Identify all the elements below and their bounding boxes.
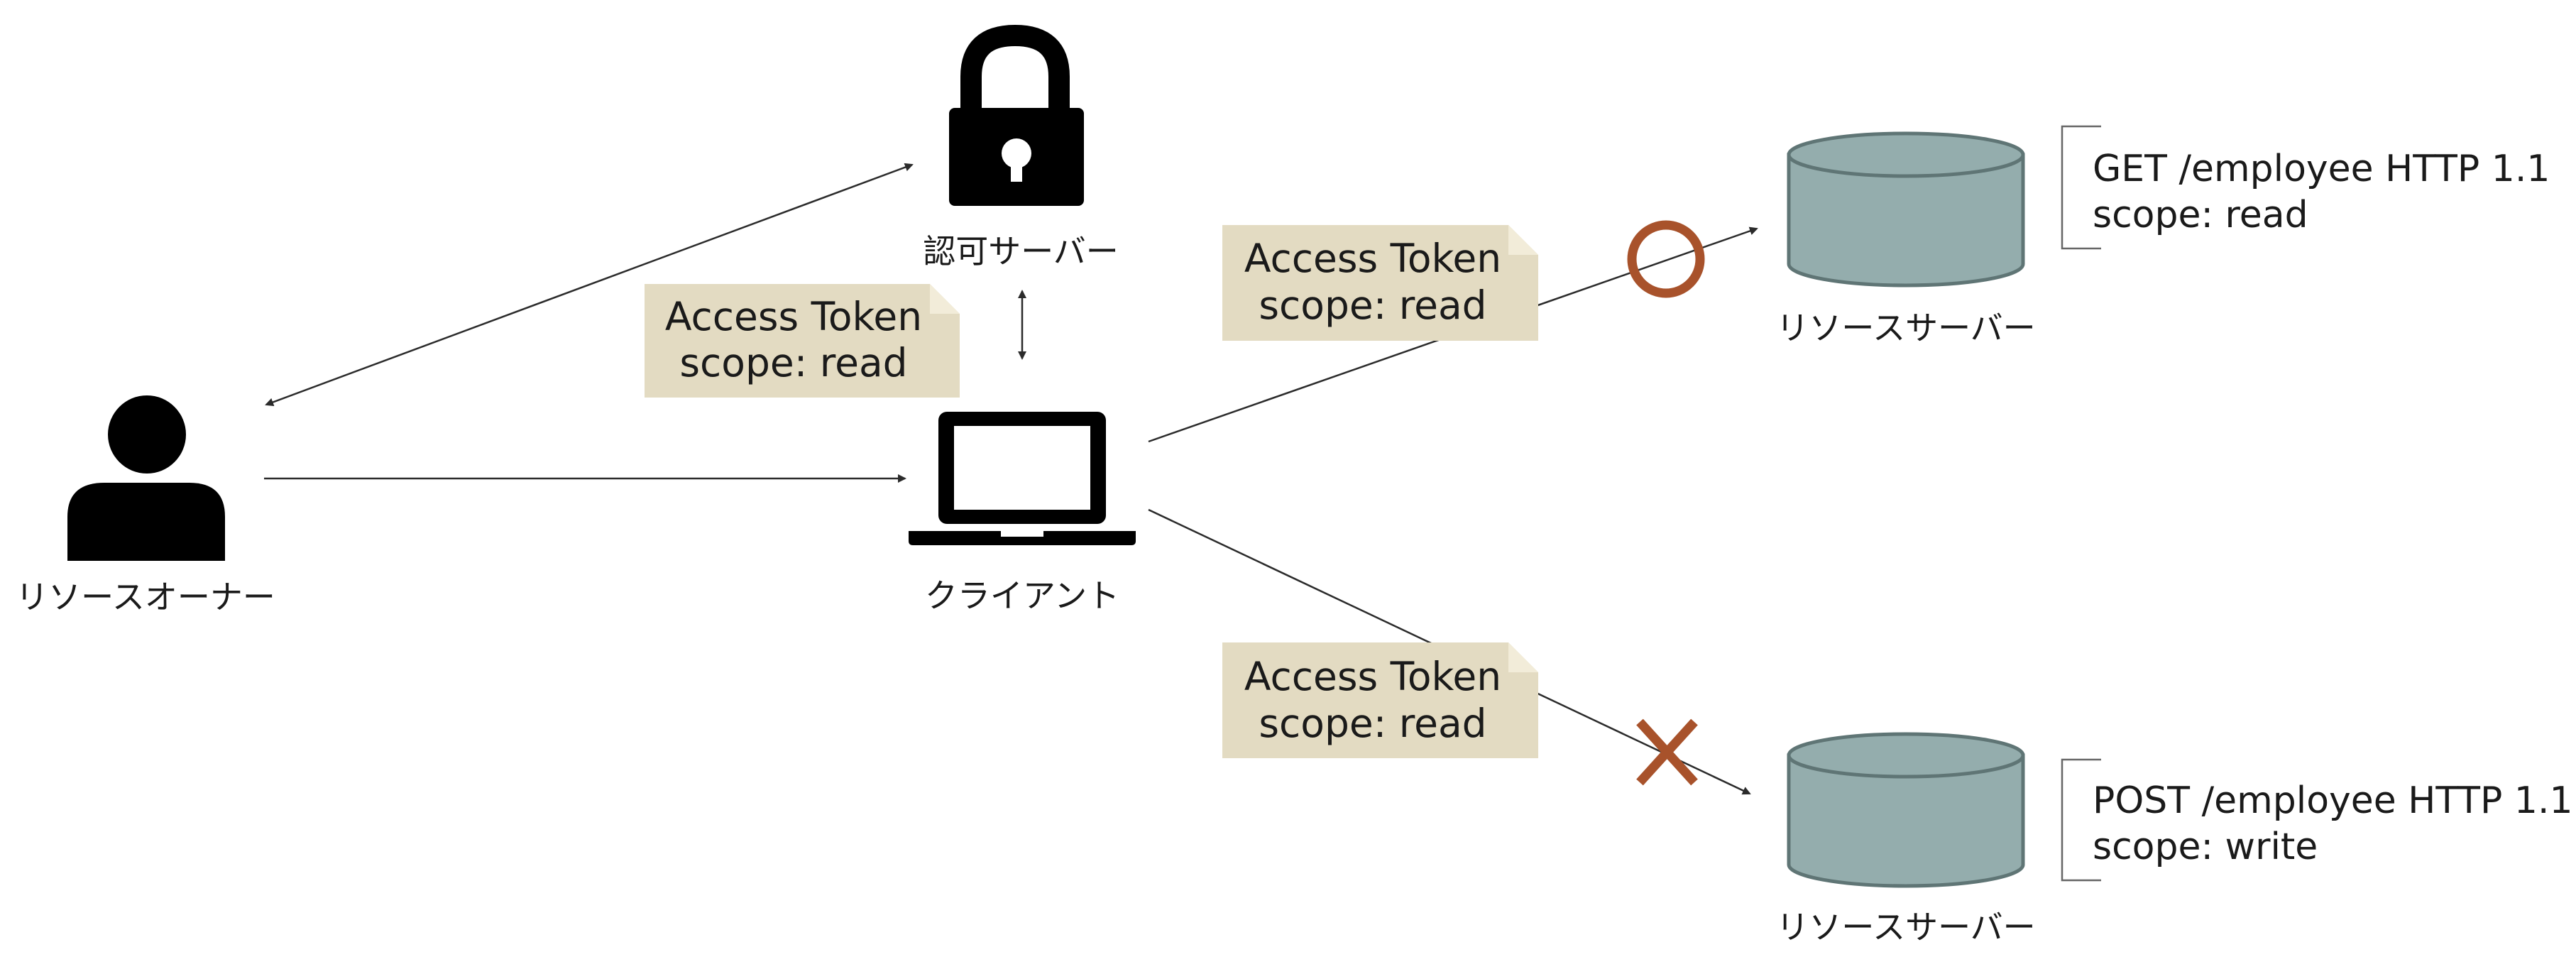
request-line1: POST /employee HTTP 1.1 bbox=[2093, 779, 2573, 822]
resource-server-write: リソースサーバー bbox=[1776, 732, 2036, 946]
circle-ok-icon bbox=[1627, 220, 1705, 298]
cross-denied-icon bbox=[1636, 718, 1698, 786]
access-token-note: Access Token scope: read bbox=[1222, 642, 1538, 758]
request-box: POST /employee HTTP 1.1 scope: write bbox=[2061, 758, 2573, 882]
request-line2: scope: read bbox=[2093, 194, 2308, 236]
resource-owner-label: リソースオーナー bbox=[16, 578, 275, 616]
resource-server-read: リソースサーバー bbox=[1776, 131, 2036, 347]
access-token-note: Access Token scope: read bbox=[1222, 225, 1538, 341]
client-label: クライアント bbox=[925, 576, 1119, 615]
resource-server-read-label: リソースサーバー bbox=[1776, 309, 2035, 347]
database-icon bbox=[1787, 131, 2025, 288]
auth-server-label: 認可サーバー bbox=[923, 232, 1119, 270]
token-line2: scope: read bbox=[1259, 283, 1486, 328]
person-icon bbox=[67, 395, 225, 561]
resource-server-write-label: リソースサーバー bbox=[1776, 908, 2035, 946]
lock-icon bbox=[949, 24, 1084, 206]
resource-owner: リソースオーナー bbox=[16, 395, 275, 616]
token-line1: Access Token bbox=[665, 294, 922, 339]
token-line1: Access Token bbox=[1244, 654, 1501, 699]
authorization-server: 認可サーバー bbox=[923, 24, 1119, 270]
token-line1: Access Token bbox=[1244, 236, 1501, 281]
client: クライアント bbox=[909, 412, 1136, 615]
request-box: GET /employee HTTP 1.1 scope: read bbox=[2061, 125, 2550, 250]
laptop-icon bbox=[909, 412, 1136, 545]
token-line2: scope: read bbox=[1259, 701, 1486, 746]
owner-auth-edge bbox=[265, 163, 914, 407]
request-line2: scope: write bbox=[2093, 826, 2318, 868]
access-token-note: Access Token scope: read bbox=[645, 284, 960, 398]
database-icon bbox=[1787, 732, 2025, 888]
request-line1: GET /employee HTTP 1.1 bbox=[2093, 148, 2550, 190]
token-line2: scope: read bbox=[679, 340, 907, 385]
